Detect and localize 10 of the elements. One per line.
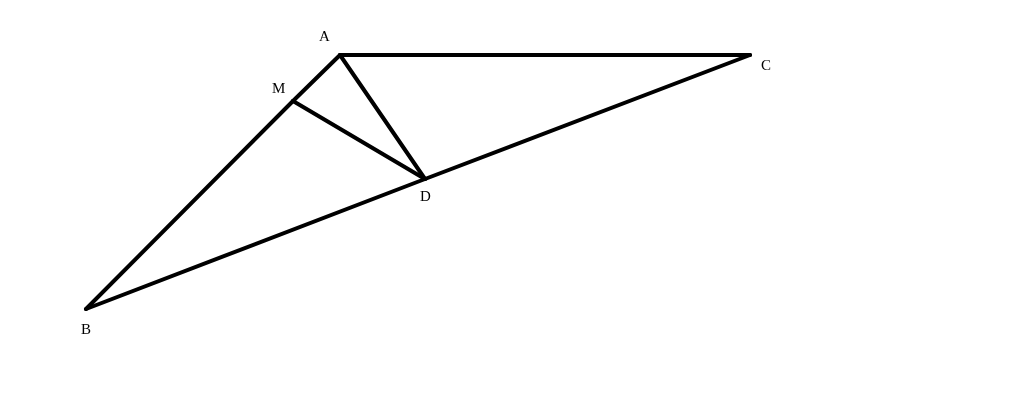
point-label: C <box>761 58 771 72</box>
point-label: D <box>420 189 431 203</box>
point-label: B <box>81 322 91 336</box>
line-segment <box>338 53 752 57</box>
line-segment <box>291 99 427 181</box>
point-label: A <box>319 29 330 43</box>
line-segment <box>423 53 752 181</box>
point-label: M <box>272 81 286 95</box>
line-segment <box>84 177 427 311</box>
line-segment <box>291 53 342 103</box>
